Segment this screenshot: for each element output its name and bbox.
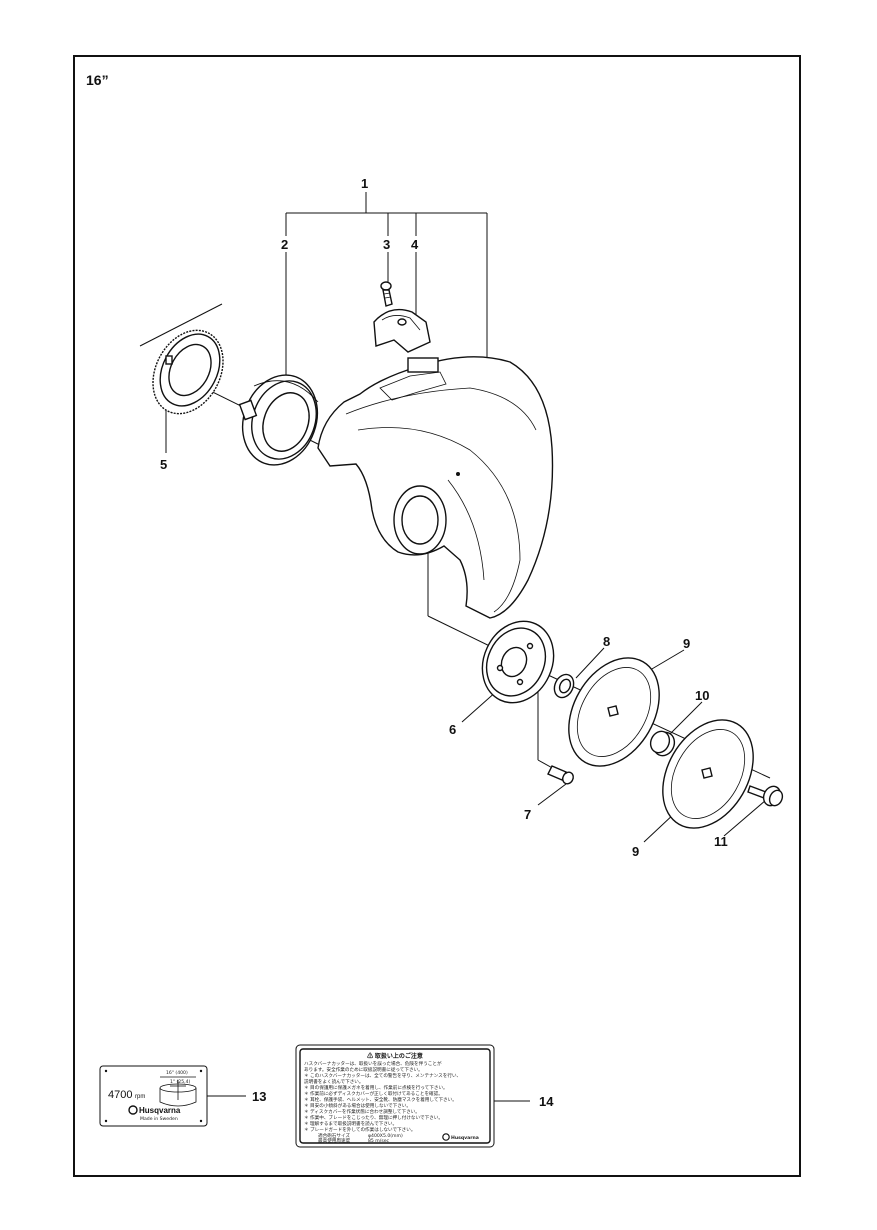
warning-title: ⚠ 取扱い上のご注意 xyxy=(367,1052,423,1060)
callout-8: 8 xyxy=(603,634,610,649)
part-3-screw xyxy=(380,281,393,307)
part-9-washer-bottom xyxy=(662,719,754,829)
callout-9-bottom: 9 xyxy=(632,844,639,859)
callout-10: 10 xyxy=(695,688,709,703)
dim-top-text: 16" (400) xyxy=(166,1070,188,1076)
warning-line-9: ＊ ディスクカバーを作業状態に合わせ調整して下さい。 xyxy=(304,1108,420,1115)
spec-value-2: 85 m/sec xyxy=(368,1138,390,1144)
blade-size-label: 16” xyxy=(86,72,109,88)
dim-bottom-text: 1" (25,4) xyxy=(170,1079,191,1085)
callout-6: 6 xyxy=(449,722,456,737)
warning-line-10: ＊ 作業中、ブレードをこじったり、無理に押し付けないで下さい。 xyxy=(304,1114,443,1121)
warning-line-11: ＊ 理解するまで取扱説明書を読んで下さい。 xyxy=(304,1120,397,1127)
callout-5: 5 xyxy=(160,457,167,472)
callout-3: 3 xyxy=(383,237,390,252)
warning-line-3: ＊ このハスクバーナカッターは、全ての警告を守り、メンテナンスを行い、 xyxy=(304,1072,461,1079)
warning-line-4: 説明書をよく読んで下さい。 xyxy=(304,1078,364,1085)
part-10-spacer xyxy=(649,730,676,757)
rpm-value: 4700 xyxy=(108,1089,132,1101)
label-14-warning-decal: ⚠ 取扱い上のご注意 ハスクバーナカッターは、取扱いを誤った場合、危険を伴うこと… xyxy=(295,1044,495,1148)
leader-lines xyxy=(139,192,771,1102)
part-1-blade-guard xyxy=(317,356,554,619)
diagram-frame xyxy=(73,55,801,1177)
rpm-unit: rpm xyxy=(135,1094,145,1100)
warning-line-7: ＊ 耳栓、保護手袋、ヘルメット、安全靴、防塵マスクを着用して下さい。 xyxy=(304,1096,457,1103)
spec-label-2: 最高使用周速度 xyxy=(318,1137,351,1144)
part-8-bushing xyxy=(553,673,575,699)
callout-11: 11 xyxy=(714,834,728,849)
part-2-bearing-ring xyxy=(238,374,319,466)
warning-line-1: ハスクバーナカッターは、取扱いを誤った場合、危険を伴うことが xyxy=(304,1060,442,1067)
spec-label-1: 適合砲石サイズ xyxy=(318,1132,350,1139)
callout-7: 7 xyxy=(524,807,531,822)
callout-9-top: 9 xyxy=(683,636,690,651)
part-9-washer-top xyxy=(568,657,660,767)
label14-brand: Husqvarna xyxy=(451,1135,479,1141)
callout-14: 14 xyxy=(539,1094,554,1109)
callout-4: 4 xyxy=(411,237,419,252)
warning-line-5: ＊ 目の保護用に保護メガネを着用し、作業前に点検を行って下さい。 xyxy=(304,1084,448,1091)
part-4-guard-clip xyxy=(373,308,431,353)
husqvarna-logo-icon xyxy=(128,1105,138,1115)
label13-brand: Husqvarna xyxy=(139,1106,181,1115)
part-11-center-bolt xyxy=(747,785,784,807)
warning-line-12: ＊ ブレードガードを外しての作業はしないで下さい。 xyxy=(304,1126,415,1133)
part-6-flange xyxy=(481,620,555,704)
callout-1: 1 xyxy=(361,176,368,191)
callout-13: 13 xyxy=(252,1089,266,1104)
part-5-locking-ring xyxy=(152,329,224,415)
part-7-bolt xyxy=(547,765,574,785)
spec-value-1: φ400X5.0(mm) xyxy=(368,1133,403,1139)
warning-line-8: ＊ 目安の小傾斜がある場合は使用しないで下さい。 xyxy=(304,1102,411,1109)
label13-made-in: Made in Sweden xyxy=(140,1116,178,1122)
warning-line-6: ＊ 作業前に必ずディスクカバーが正しく取付けてあることを確認。 xyxy=(304,1090,443,1097)
warning-line-2: あります。安全作業のために取扱説明書に従って下さい。 xyxy=(304,1066,423,1073)
husqvarna-logo-icon xyxy=(442,1133,450,1141)
label-13-rpm-decal: 4700 rpm 16" (400) 1" (25,4) Husqvarna M… xyxy=(99,1065,208,1127)
callout-2: 2 xyxy=(281,237,288,252)
callout-numbers: 1 2 3 4 5 6 7 8 9 10 9 11 13 14 xyxy=(160,176,728,1109)
